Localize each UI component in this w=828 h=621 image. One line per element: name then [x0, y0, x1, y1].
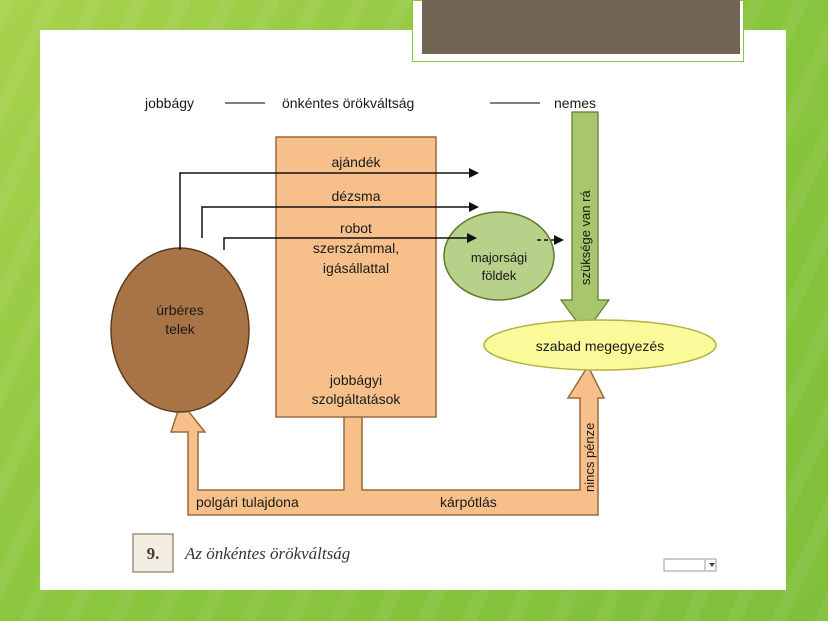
caption-number-box — [132, 533, 174, 573]
arrow-dezsma — [201, 202, 479, 238]
label-karpotlas: kárpótlás — [440, 494, 497, 510]
label-urberes: úrbéres — [156, 302, 203, 318]
label-jobbagy: jobbágy — [144, 95, 194, 111]
label-szolgaltatasok: szolgáltatások — [312, 391, 402, 407]
label-foldek: földek — [482, 268, 517, 283]
services-box — [275, 136, 437, 418]
label-szabad-megegyezes: szabad megegyezés — [536, 338, 664, 354]
label-szuksege-van-ra: szüksége van rá — [578, 190, 593, 285]
agreement-ellipse — [483, 319, 717, 371]
label-majorsagi: majorsági — [471, 250, 527, 265]
caption-number: 9. — [147, 544, 160, 563]
need-arrow — [559, 111, 611, 335]
title-placeholder — [422, 0, 740, 54]
label-jobbagyi: jobbágyi — [329, 372, 382, 388]
label-telek: telek — [165, 321, 196, 337]
arrow-ajandek — [179, 168, 479, 250]
chevron-down-icon — [709, 563, 715, 567]
label-onkentes-orokvaltsag: önkéntes örökváltság — [282, 95, 414, 111]
label-ajandek: ajándék — [331, 154, 381, 170]
label-szerszammal: szerszámmal, — [313, 240, 399, 256]
label-dezsma: dézsma — [331, 188, 380, 204]
label-nincs-penze: nincs pénze — [582, 423, 597, 492]
arrow-robot — [223, 233, 477, 250]
label-polgari-tulajdona: polgári tulajdona — [196, 494, 299, 510]
page-selector[interactable] — [663, 558, 717, 572]
label-nemes: nemes — [554, 95, 596, 111]
caption-title: Az önkéntes örökváltság — [184, 544, 350, 563]
label-robot: robot — [340, 220, 372, 236]
label-igasallattal: igásállattal — [323, 260, 389, 276]
